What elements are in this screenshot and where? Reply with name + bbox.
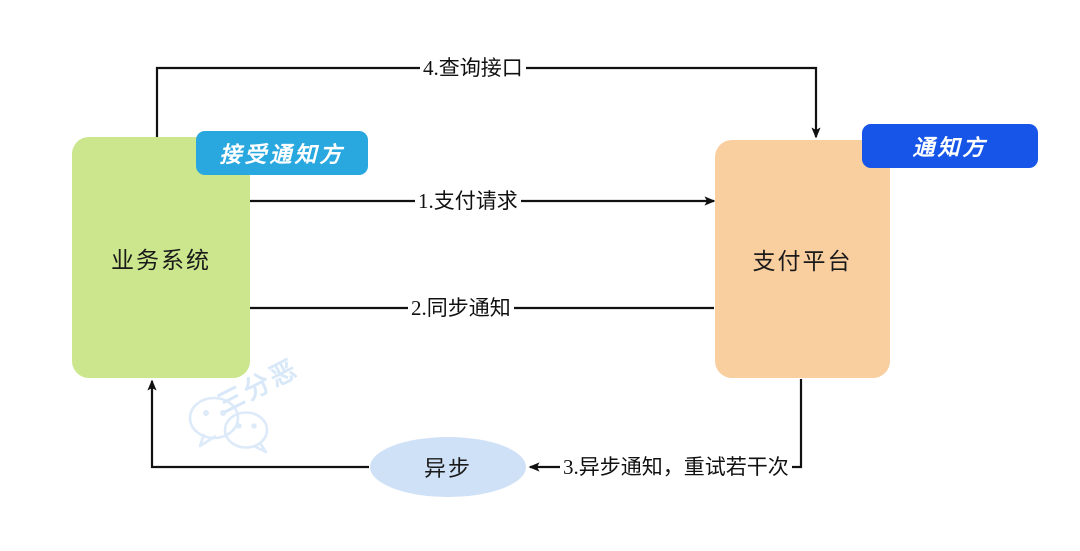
callout-receiver-label: 接受通知方 (219, 142, 345, 167)
edge-label-sync-notify: 2.同步通知 (408, 296, 514, 320)
callout-receiver[interactable]: 接受通知方 (196, 131, 368, 175)
edge-label-query-interface: 4.查询接口 (420, 56, 526, 80)
callout-notifier[interactable]: 通知方 (862, 124, 1038, 168)
node-async-shape[interactable] (370, 437, 526, 497)
callout-notifier-label: 通知方 (912, 135, 988, 160)
edge-async-return-path (147, 379, 369, 469)
node-payment-platform-shape[interactable] (715, 140, 890, 378)
node-business-system-shape[interactable] (72, 137, 250, 378)
edge-label-async-notify: 3.异步通知，重试若干次 (560, 455, 792, 479)
edge-label-payment-request: 1.支付请求 (415, 189, 521, 213)
